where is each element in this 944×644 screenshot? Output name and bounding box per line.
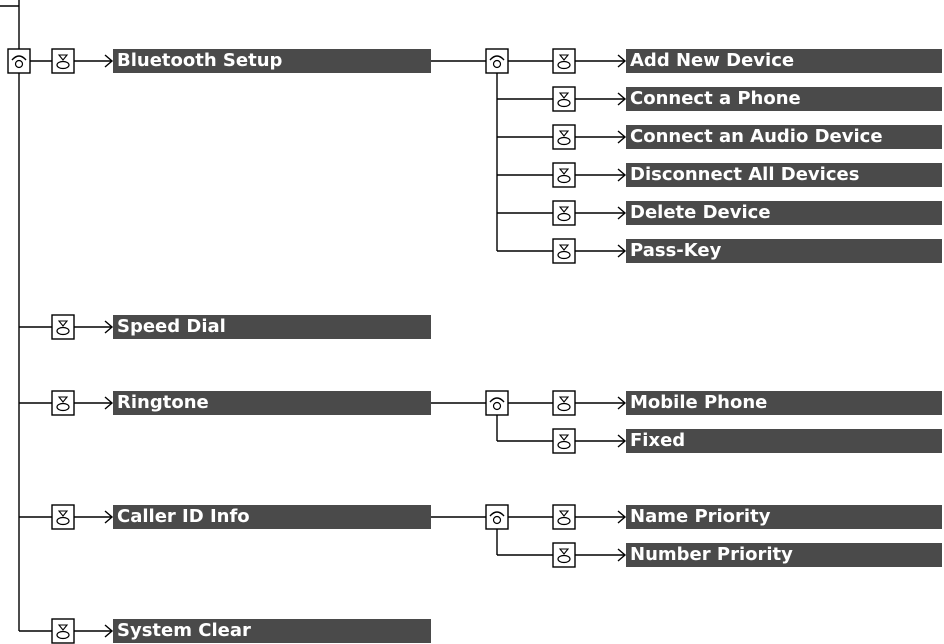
arrow-menu-item-head xyxy=(104,396,114,410)
select-knob-icon xyxy=(552,124,576,150)
select-knob-icon xyxy=(51,314,75,340)
submenu-item-name-priority: Name Priority xyxy=(626,505,942,529)
arrow-menu-item-head xyxy=(104,624,114,638)
arrow-submenu-head xyxy=(617,510,627,524)
phone-button-icon xyxy=(485,504,509,530)
arrow-submenu-head xyxy=(617,168,627,182)
menu-item-speed-dial: Speed Dial xyxy=(113,315,431,339)
menu-item-bluetooth-setup: Bluetooth Setup xyxy=(113,49,431,73)
connector-lines xyxy=(0,0,553,632)
submenu-item-mobile-phone: Mobile Phone xyxy=(626,391,942,415)
icon-group xyxy=(7,48,576,644)
select-knob-icon xyxy=(552,162,576,188)
select-knob-icon xyxy=(552,390,576,416)
submenu-item-delete-device: Delete Device xyxy=(626,201,942,225)
phone-button-icon xyxy=(485,390,509,416)
submenu-item-pass-key: Pass-Key xyxy=(626,239,942,263)
select-knob-icon xyxy=(51,48,75,74)
select-knob-icon xyxy=(552,48,576,74)
arrow-submenu-head xyxy=(617,548,627,562)
submenu-item-disconnect-all-devices: Disconnect All Devices xyxy=(626,163,942,187)
menu-item-system-clear: System Clear xyxy=(113,619,431,643)
arrow-submenu-head xyxy=(617,206,627,220)
arrow-submenu-head xyxy=(617,396,627,410)
select-knob-icon xyxy=(552,238,576,264)
submenu-item-add-new-device: Add New Device xyxy=(626,49,942,73)
select-knob-icon xyxy=(552,428,576,454)
select-knob-icon xyxy=(552,542,576,568)
arrow-submenu-head xyxy=(617,92,627,106)
select-knob-icon xyxy=(51,390,75,416)
select-knob-icon xyxy=(552,86,576,112)
menu-item-ringtone: Ringtone xyxy=(113,391,431,415)
arrow-bluetooth-setup-head xyxy=(104,54,114,68)
arrow-submenu-head xyxy=(617,244,627,258)
submenu-item-number-priority: Number Priority xyxy=(626,543,942,567)
submenu-item-connect-audio-device: Connect an Audio Device xyxy=(626,125,942,149)
submenu-item-connect-a-phone: Connect a Phone xyxy=(626,87,942,111)
arrow-submenu-head xyxy=(617,130,627,144)
select-knob-icon xyxy=(552,504,576,530)
arrow-submenu-head xyxy=(617,434,627,448)
arrow-menu-item-head xyxy=(104,320,114,334)
phone-button-icon xyxy=(485,48,509,74)
menu-item-caller-id-info: Caller ID Info xyxy=(113,505,431,529)
arrow-menu-item-head xyxy=(104,510,114,524)
select-knob-icon xyxy=(51,504,75,530)
select-knob-icon xyxy=(552,200,576,226)
arrow-group xyxy=(74,54,627,638)
phone-button-icon xyxy=(7,48,31,74)
submenu-item-fixed: Fixed xyxy=(626,429,942,453)
select-knob-icon xyxy=(51,618,75,644)
arrow-submenu-head xyxy=(617,54,627,68)
